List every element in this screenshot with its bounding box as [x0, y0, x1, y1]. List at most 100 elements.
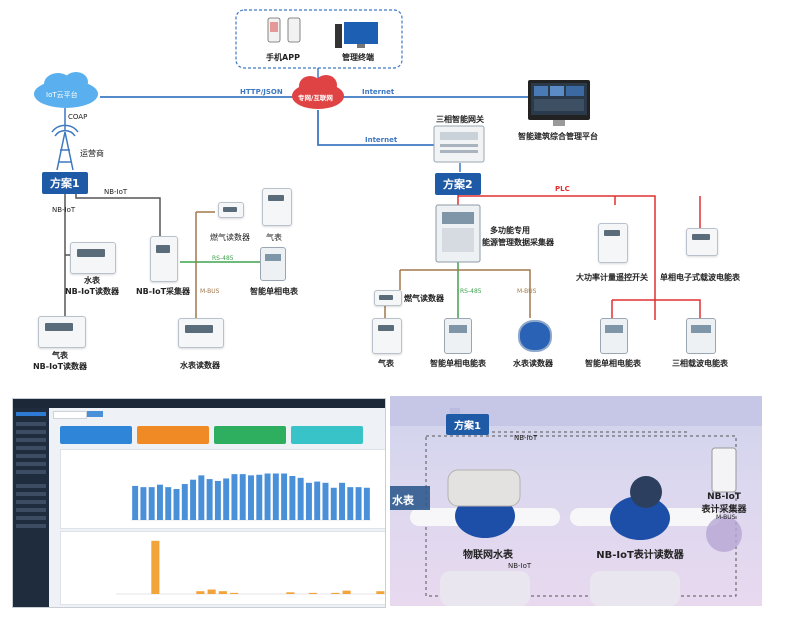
bar	[230, 592, 239, 594]
rs485-label-1: RS-485	[212, 255, 234, 262]
plc-label: PLC	[555, 185, 570, 193]
bar	[305, 482, 312, 520]
energy-collector-label-2: 能源管理数据采集器	[482, 238, 554, 247]
private-network-cloud-icon	[292, 75, 344, 109]
gas-reader-device-icon	[218, 202, 244, 218]
high-power-switch-label: 大功率计量遥控开关	[576, 273, 648, 282]
smart-single-energy-1-device-icon	[444, 318, 472, 354]
bar	[218, 591, 227, 594]
smart-single-energy-2-label: 智能单相电能表	[585, 359, 641, 368]
bar	[322, 482, 329, 520]
bar	[281, 473, 288, 520]
gas-nb-reader-label: NB-IoT读数器	[32, 362, 88, 371]
photo-water-side-label: 水表	[392, 494, 414, 507]
gateway-device-icon	[433, 125, 485, 163]
photo-plan1-badge: 方案1	[446, 414, 489, 435]
bar	[347, 487, 354, 520]
bar	[196, 591, 205, 594]
gas-meter-top-label: 气表	[266, 233, 282, 242]
bar	[223, 478, 230, 520]
nbiot-label-2: NB-IoT	[52, 206, 76, 214]
dashboard-topbar	[13, 399, 385, 408]
photo-nbiot-top-label: NB-IoT	[514, 434, 538, 442]
single-phase-carrier-label: 单相电子式载波电能表	[660, 273, 740, 282]
dashboard-bar-panel-1	[60, 449, 385, 529]
gateway-label: 三相智能网关	[436, 115, 484, 124]
bar	[355, 487, 362, 520]
gas-meter-2-device-icon	[372, 318, 402, 354]
bar	[330, 487, 337, 520]
photo-iot-water-meter-label: 物联网水表	[463, 550, 513, 561]
nb-collector-device-icon	[150, 236, 178, 282]
energy-collector-icon	[435, 204, 481, 263]
bar	[190, 479, 197, 520]
gas-reader-2-label: 燃气读数器	[404, 294, 444, 303]
dashboard-tab-active	[87, 411, 103, 417]
gas-meter-2-label: 气表	[378, 359, 394, 368]
exhibit-photo: 方案1 NB-IoT 水表 物联网水表 NB-IoT表计读数器 NB-IoT 表…	[390, 396, 762, 606]
bar	[248, 475, 254, 520]
dashboard-bar-panel-2	[60, 531, 385, 605]
http-json-label: HTTP/JSON	[240, 88, 283, 96]
bar	[181, 484, 188, 520]
high-power-switch-device-icon	[598, 223, 628, 263]
phone-app-label: 手机APP	[266, 53, 300, 62]
dashboard-screenshot	[12, 398, 386, 608]
bar	[151, 540, 160, 594]
bar	[156, 484, 163, 520]
bar	[286, 592, 295, 594]
bar	[342, 590, 351, 594]
photo-nb-collector-label-1: NB-IoT	[707, 492, 741, 502]
usage-bar-chart-2	[116, 540, 385, 595]
smart-single-energy-1-label: 智能单相电能表	[430, 359, 486, 368]
dashboard-card-blue	[60, 426, 132, 444]
bar	[289, 475, 296, 520]
dashboard-card-orange	[137, 426, 209, 444]
mbus-label-2: M-BUS	[517, 288, 537, 295]
bar	[231, 474, 238, 520]
plan1-badge: 方案1	[42, 172, 88, 194]
exhibit-photo-drawing	[390, 396, 762, 606]
mbus-label-1: M-BUS	[200, 288, 220, 295]
terminal-icon	[335, 22, 378, 48]
bar	[314, 481, 321, 520]
water-nb-reader-device-icon	[70, 242, 116, 274]
water-meter-label: 水表	[84, 276, 100, 285]
gas-reader-top-label: 燃气读数器	[210, 233, 250, 242]
bar	[308, 592, 317, 594]
photo-mbus-label: M-BUS	[716, 514, 736, 521]
single-phase-carrier-device-icon	[686, 228, 718, 256]
nbiot-label-1: NB-IoT	[104, 188, 128, 196]
bar	[264, 473, 271, 520]
platform-monitor-icon	[528, 80, 590, 126]
bar	[206, 479, 213, 520]
three-phase-carrier-label: 三相载波电能表	[672, 359, 728, 368]
bar	[239, 474, 246, 520]
gas-meter-bottom-label: 气表	[52, 351, 68, 360]
mgmt-terminal-label: 管理终端	[342, 53, 374, 62]
photo-nb-meter-reader-label: NB-IoT表计读数器	[596, 550, 684, 561]
dashboard-card-teal	[291, 426, 363, 444]
bar	[256, 474, 263, 520]
bar	[148, 487, 155, 520]
operator-label: 运营商	[80, 149, 104, 158]
rs485-label-2: RS-485	[460, 288, 482, 295]
bar	[339, 482, 346, 520]
internet-label-2: Internet	[365, 136, 398, 144]
phone-app-icon	[267, 17, 301, 43]
smart-single-energy-2-device-icon	[600, 318, 628, 354]
dashboard-sidebar	[13, 408, 49, 607]
platform-label: 智能建筑综合管理平台	[518, 132, 598, 141]
gas-reader-2-device-icon	[374, 290, 402, 306]
dashboard-tab	[53, 411, 87, 419]
iot-cloud-icon	[34, 72, 98, 108]
bar	[198, 475, 205, 520]
water-nb-reader-label: NB-IoT读数器	[64, 287, 120, 296]
smart-single-meter-device-icon	[260, 247, 286, 281]
dashboard-card-green	[214, 426, 286, 444]
photo-nbiot-bottom-label: NB-IoT	[508, 562, 532, 570]
bar	[165, 487, 172, 520]
bar	[207, 589, 216, 594]
coap-label: COAP	[68, 113, 88, 121]
bar	[272, 473, 279, 520]
